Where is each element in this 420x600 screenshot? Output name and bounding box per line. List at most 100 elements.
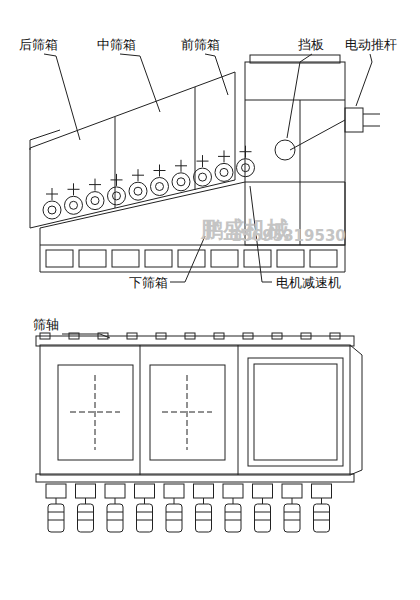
lower-panel xyxy=(145,250,172,267)
gear-reducer xyxy=(46,484,66,498)
bearing-block xyxy=(127,333,137,339)
bearing-block xyxy=(214,333,224,339)
gear-reducer xyxy=(312,484,332,498)
box-divider xyxy=(195,87,196,190)
lower-panel xyxy=(310,250,337,267)
screen-box-outline xyxy=(30,72,235,228)
feed-box-line xyxy=(245,100,345,101)
motor-fin xyxy=(284,512,300,513)
plan-frame xyxy=(40,345,350,475)
motor-fin xyxy=(166,512,182,513)
motor-body xyxy=(255,504,271,532)
roller-disc xyxy=(89,184,101,185)
screen-roller xyxy=(237,159,255,177)
roller-disc xyxy=(46,194,58,195)
centre-line xyxy=(95,375,96,450)
gear-reducer xyxy=(105,484,125,498)
baffle-pivot xyxy=(275,140,295,160)
lower-box xyxy=(40,182,345,272)
motor-shaft xyxy=(262,498,263,504)
push-rod-housing xyxy=(345,108,363,132)
screen-roller xyxy=(86,192,104,210)
motor-fin xyxy=(255,512,271,513)
gear-reducer xyxy=(282,484,302,498)
gear-reducer xyxy=(253,484,273,498)
motor-fin xyxy=(78,520,94,521)
motor-fin xyxy=(225,512,241,513)
roller-hub xyxy=(242,164,250,172)
lower-panel xyxy=(112,250,139,267)
lower-panel xyxy=(244,250,271,267)
watermark: 15695319530 xyxy=(230,228,347,245)
push-rod xyxy=(363,114,380,115)
roller-disc xyxy=(218,156,230,157)
motor-shaft xyxy=(85,498,86,504)
part-name: 后筛箱 xyxy=(18,38,59,52)
bearing-block xyxy=(156,333,166,339)
screen-roller xyxy=(43,201,61,219)
push-rod-arm xyxy=(290,120,345,150)
motor-fin xyxy=(78,512,94,513)
motor-fin xyxy=(107,520,123,521)
motor-body xyxy=(284,504,300,532)
motor-fin xyxy=(314,520,330,521)
roller-disc xyxy=(175,165,187,166)
plan-chute xyxy=(350,345,362,475)
roller-hub xyxy=(199,173,207,181)
bearing-block xyxy=(301,333,311,339)
motor-shaft xyxy=(233,498,234,504)
roller-hub xyxy=(70,201,78,209)
motor-body xyxy=(196,504,212,532)
motor-shaft xyxy=(174,498,175,504)
screen-roller xyxy=(65,196,83,214)
roller-disc xyxy=(68,189,80,190)
motor-body xyxy=(225,504,241,532)
lower-panel xyxy=(79,250,106,267)
motor-body xyxy=(314,504,330,532)
part-name: 挡板 xyxy=(297,38,325,52)
plan-divider xyxy=(140,345,141,475)
motor-fin xyxy=(137,512,153,513)
box-flange xyxy=(30,130,60,150)
roller-hub xyxy=(91,197,99,205)
roller-disc xyxy=(240,151,252,152)
part-name: 前筛箱 xyxy=(180,38,221,52)
motor-shaft xyxy=(292,498,293,504)
lower-panel xyxy=(178,250,205,267)
bearing-block xyxy=(40,333,50,339)
motor-fin xyxy=(255,520,271,521)
roller-hub xyxy=(134,187,142,195)
roller-disc xyxy=(154,170,166,171)
leader-lines xyxy=(44,54,372,338)
motor-fin xyxy=(166,520,182,521)
motor-shaft xyxy=(203,498,204,504)
roller-disc xyxy=(111,179,123,180)
motor-fin xyxy=(225,520,241,521)
part-name: 电机减速机 xyxy=(275,276,342,290)
motor-body xyxy=(48,504,64,532)
part-name: 下筛箱 xyxy=(128,276,169,290)
lower-box-line xyxy=(40,245,345,246)
bearing-block xyxy=(243,333,253,339)
gear-reducer xyxy=(164,484,184,498)
motor-body xyxy=(78,504,94,532)
roller-hub xyxy=(48,206,56,214)
lower-panel xyxy=(277,250,304,267)
plan-panel xyxy=(150,365,225,460)
box-divider xyxy=(115,117,116,208)
motor-fin xyxy=(196,520,212,521)
lower-panel xyxy=(46,250,73,267)
gear-reducer xyxy=(194,484,214,498)
roller-hub xyxy=(113,192,121,200)
part-name: 中筛箱 xyxy=(96,38,137,52)
motor-fin xyxy=(284,520,300,521)
bearing-block xyxy=(185,333,195,339)
roller-hub xyxy=(156,183,164,191)
screen-roller xyxy=(194,168,212,186)
motor-fin xyxy=(196,512,212,513)
part-name: 电动推杆 xyxy=(344,38,398,52)
screen-roller xyxy=(151,178,169,196)
plan-divider xyxy=(238,345,239,475)
plan-panel xyxy=(58,365,133,460)
feed-hopper xyxy=(250,55,340,63)
